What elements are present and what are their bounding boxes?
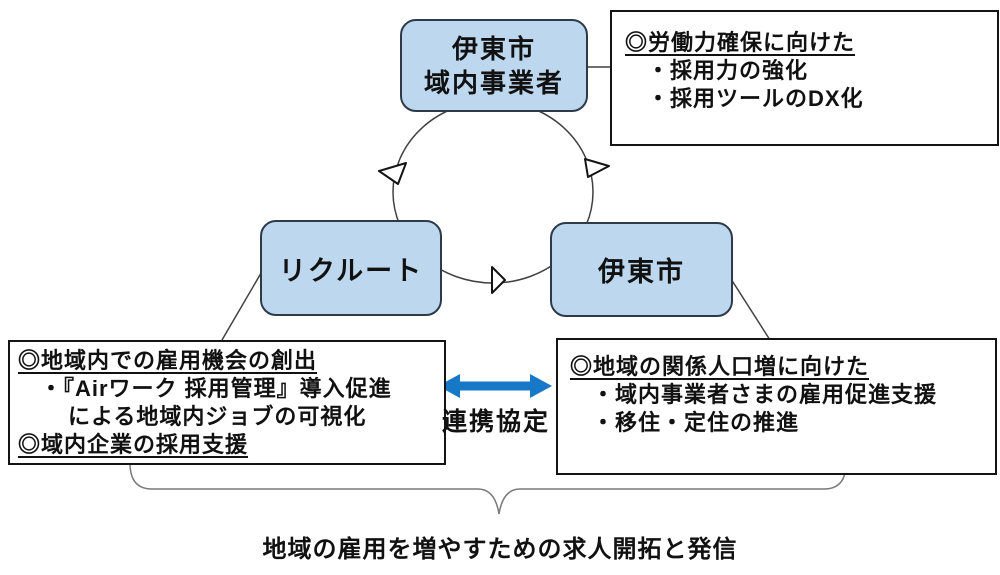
node-ito-city-businesses: 伊東市 域内事業者	[400, 19, 588, 112]
note-item: ・『Airワーク 採用管理』導入促進	[40, 376, 392, 401]
node-label-line: 域内事業者	[423, 67, 564, 98]
note-item: ・移住・定住の推進	[592, 410, 800, 435]
note-item: による地域内ジョブの可視化	[68, 404, 367, 429]
note-item: ・採用力の強化	[647, 58, 809, 83]
partnership-double-arrow	[438, 374, 552, 398]
node-label: 伊東市	[598, 257, 685, 287]
cycle-arrowhead-bottom	[491, 266, 506, 294]
partnership-agreement-label: 連携協定	[441, 408, 550, 436]
bottom-caption: 地域の雇用を増やすための求人開拓と発信	[262, 536, 738, 563]
node-label-line: 伊東市	[451, 33, 536, 64]
connector-recruit-notebox	[221, 267, 265, 341]
note-heading: ◎地域内での雇用機会の創出	[18, 348, 318, 373]
note-item: ・域内事業者さまの雇用促進支援	[592, 382, 938, 407]
bottom-brace	[129, 462, 847, 515]
note-recruit-role: ◎地域内での雇用機会の創出 ・『Airワーク 採用管理』導入促進 による地域内ジ…	[8, 340, 446, 465]
cycle-arrowhead-left	[378, 162, 407, 185]
note-labor-force: ◎労働力確保に向けた ・採用力の強化 ・採用ツールのDX化	[610, 10, 999, 146]
node-ito-city: 伊東市	[550, 222, 733, 317]
note-heading: ◎地域の関係人口増に向けた	[570, 354, 870, 379]
note-heading: ◎域内企業の採用支援	[18, 432, 249, 457]
cycle-arrowhead-right	[584, 158, 610, 178]
note-item: ・採用ツールのDX化	[647, 86, 864, 111]
note-city-role: ◎地域の関係人口増に向けた ・域内事業者さまの雇用促進支援 ・移住・定住の推進	[556, 338, 997, 475]
note-heading: ◎労働力確保に向けた	[625, 30, 856, 55]
node-recruit: リクルート	[260, 220, 442, 316]
node-label: リクルート	[278, 255, 424, 286]
